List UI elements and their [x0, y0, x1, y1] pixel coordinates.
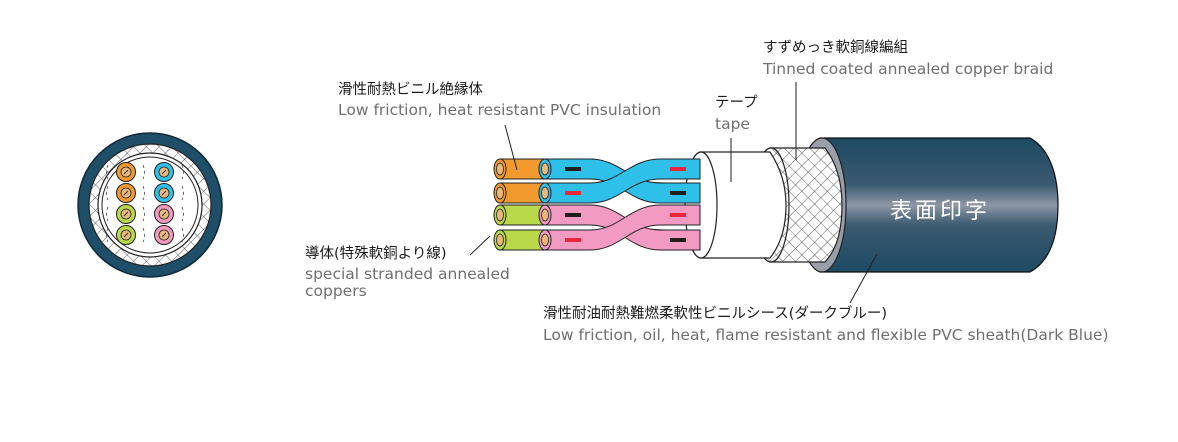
cross-section-core-pink — [154, 225, 174, 245]
insulation-label-en: Low friction, heat resistant PVC insulat… — [338, 101, 662, 119]
leader-sheath — [849, 253, 878, 304]
cross-section-core-pink — [154, 204, 174, 224]
braid-label-jp: すずめっき軟銅線編組 — [763, 40, 908, 56]
surface-print-text: 表面印字 — [890, 199, 991, 224]
filler-mark — [106, 164, 109, 180]
conductor-label-en-1: special stranded annealed — [305, 265, 510, 283]
core-mark-black — [670, 191, 686, 195]
core-mark-red — [565, 191, 581, 195]
insulation-label-jp: 滑性耐熱ビニル絶縁体 — [338, 82, 483, 98]
cross-section — [77, 132, 223, 278]
core-mark-red — [670, 213, 686, 217]
cross-section-core-green — [116, 225, 136, 245]
filler-mark — [106, 227, 109, 243]
twisted-pair — [538, 158, 701, 204]
leader-insulation — [504, 124, 518, 171]
filler-mark — [181, 164, 184, 180]
filler-mark — [106, 206, 109, 222]
cross-section-core-orange — [116, 162, 136, 182]
conductor-label-jp: 導体(特殊軟銅より線) — [305, 246, 447, 262]
filler-mark — [181, 227, 184, 243]
sheath-label-jp: 滑性耐油耐熱難燃柔軟性ビニルシース(ダークブルー) — [543, 306, 888, 322]
braid-label-en: Tinned coated annealed copper braid — [763, 60, 1054, 78]
tape-section — [699, 151, 787, 259]
sheath-label-en: Low friction, oil, heat, flame resistant… — [543, 326, 1109, 344]
filler-mark — [181, 206, 184, 222]
sheath-body — [819, 137, 1059, 273]
core-mark-red — [670, 167, 686, 171]
core-mark-black — [565, 167, 581, 171]
core-mark-red — [565, 238, 581, 242]
filler-mark — [142, 206, 145, 222]
braid-section — [769, 147, 843, 263]
side-core-pair — [493, 204, 546, 226]
filler-mark — [142, 227, 145, 243]
leader-conductor — [469, 235, 491, 256]
conductor-label-en-2: coppers — [305, 282, 367, 300]
filler-mark — [142, 164, 145, 180]
core-mark-black — [565, 213, 581, 217]
tape-label-en: tape — [715, 115, 750, 133]
cable-side-view — [493, 137, 1059, 273]
cross-section-core-orange — [116, 183, 136, 203]
filler-mark — [142, 185, 145, 201]
side-core-pair — [493, 158, 546, 180]
tape-label-jp: テープ — [715, 95, 758, 111]
side-core-pair — [493, 229, 546, 251]
filler-mark — [181, 185, 184, 201]
cross-section-core-cyan — [154, 162, 174, 182]
twisted-pair — [538, 204, 701, 251]
cross-section-core-cyan — [154, 183, 174, 203]
core-mark-black — [670, 238, 686, 242]
leader-lines — [469, 82, 878, 304]
side-core-pair — [493, 182, 546, 204]
cross-section-core-green — [116, 204, 136, 224]
filler-mark — [106, 185, 109, 201]
